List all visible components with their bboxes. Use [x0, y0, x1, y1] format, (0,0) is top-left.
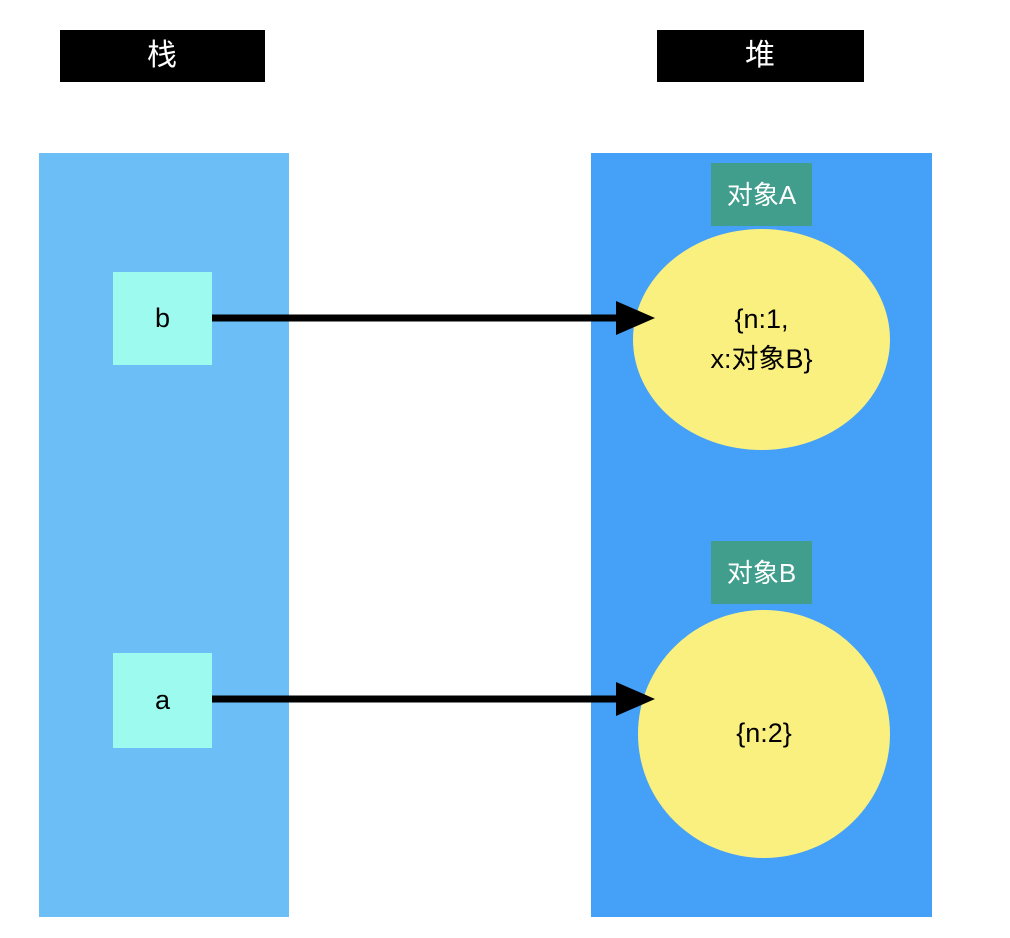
arrow-a-to-object-b: [212, 682, 655, 716]
heap-title-text: 堆: [745, 39, 776, 72]
heap-title-bar: 堆: [657, 30, 864, 82]
arrow-b-to-object-a-head: [616, 301, 655, 335]
stack-title-text: 栈: [147, 39, 178, 72]
heap-object-a-circle: {n:1, x:对象B}: [633, 229, 890, 450]
arrow-a-to-object-b-head: [616, 682, 655, 716]
heap-object-b-tag: 对象B: [711, 541, 812, 604]
stack-variable-a: a: [113, 653, 212, 748]
heap-object-a-tag: 对象A: [711, 163, 812, 226]
heap-object-b-line-1: {n:2}: [736, 718, 792, 749]
heap-object-b-tag-label: 对象B: [726, 557, 797, 588]
stack-region-panel: [39, 153, 289, 917]
heap-object-a-line-1: {n:1,: [734, 304, 789, 335]
stack-variable-b: b: [113, 272, 212, 365]
stack-variable-b-label: b: [154, 303, 171, 333]
stack-title-bar: 栈: [60, 30, 265, 82]
arrow-b-to-object-a: [212, 301, 655, 335]
heap-object-b-circle: {n:2}: [638, 610, 890, 858]
heap-object-a-line-2: x:对象B}: [710, 343, 813, 374]
heap-object-a-tag-label: 对象A: [726, 179, 797, 210]
stack-variable-a-label: a: [154, 685, 171, 715]
